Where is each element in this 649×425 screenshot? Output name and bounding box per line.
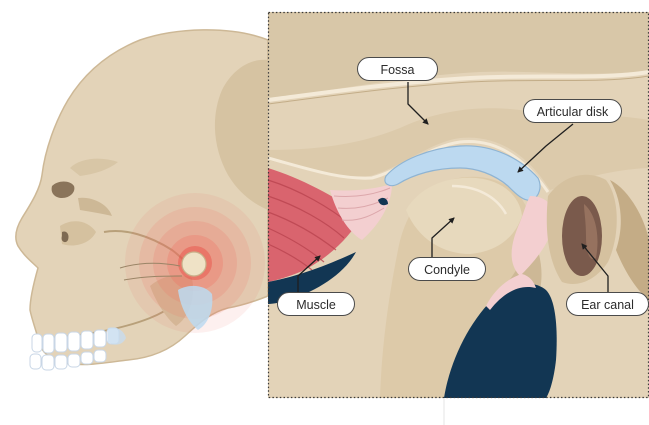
- label-condyle: Condyle: [408, 257, 486, 281]
- skull: [16, 30, 268, 370]
- inset-panel: [268, 12, 649, 398]
- label-articular-disk: Articular disk: [523, 99, 622, 123]
- joint-condyle-small: [182, 252, 206, 276]
- label-ear-canal: Ear canal: [566, 292, 649, 316]
- label-muscle: Muscle: [277, 292, 355, 316]
- label-fossa: Fossa: [357, 57, 438, 81]
